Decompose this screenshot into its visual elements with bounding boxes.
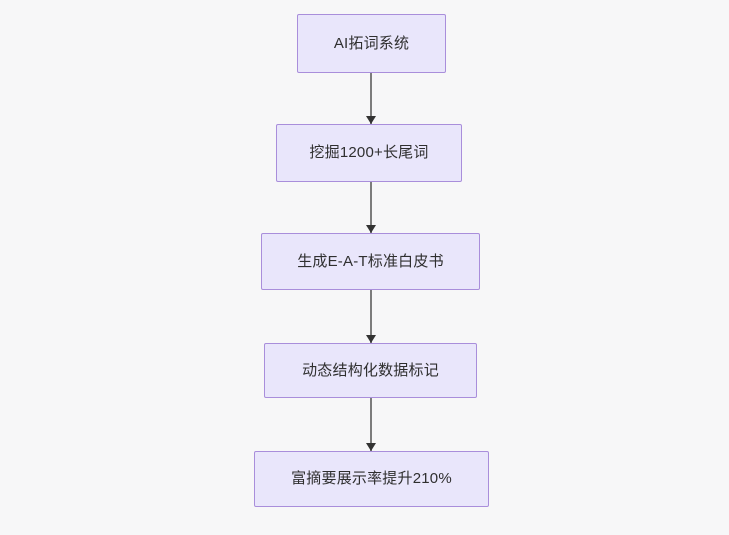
- node-ai-keyword-system[interactable]: AI拓词系统: [297, 14, 446, 73]
- node-label: 挖掘1200+长尾词: [309, 144, 429, 161]
- edge-line: [370, 290, 372, 343]
- node-label: 富摘要展示率提升210%: [291, 470, 452, 487]
- arrowhead-icon: [366, 443, 376, 451]
- node-label: 生成E-A-T标准白皮书: [297, 252, 444, 270]
- node-label: 动态结构化数据标记: [302, 361, 439, 379]
- arrowhead-icon: [366, 116, 376, 124]
- node-mine-longtail-keywords[interactable]: 挖掘1200+长尾词: [276, 124, 462, 182]
- node-dynamic-structured-data-markup[interactable]: 动态结构化数据标记: [264, 343, 477, 398]
- node-rich-snippet-ctr-increase[interactable]: 富摘要展示率提升210%: [254, 451, 489, 507]
- arrowhead-icon: [366, 335, 376, 343]
- node-generate-eat-whitepaper[interactable]: 生成E-A-T标准白皮书: [261, 233, 480, 290]
- edge-line: [370, 398, 372, 451]
- node-label: AI拓词系统: [333, 34, 410, 52]
- arrowhead-icon: [366, 225, 376, 233]
- edge-line: [370, 182, 372, 233]
- edge-line: [370, 73, 372, 124]
